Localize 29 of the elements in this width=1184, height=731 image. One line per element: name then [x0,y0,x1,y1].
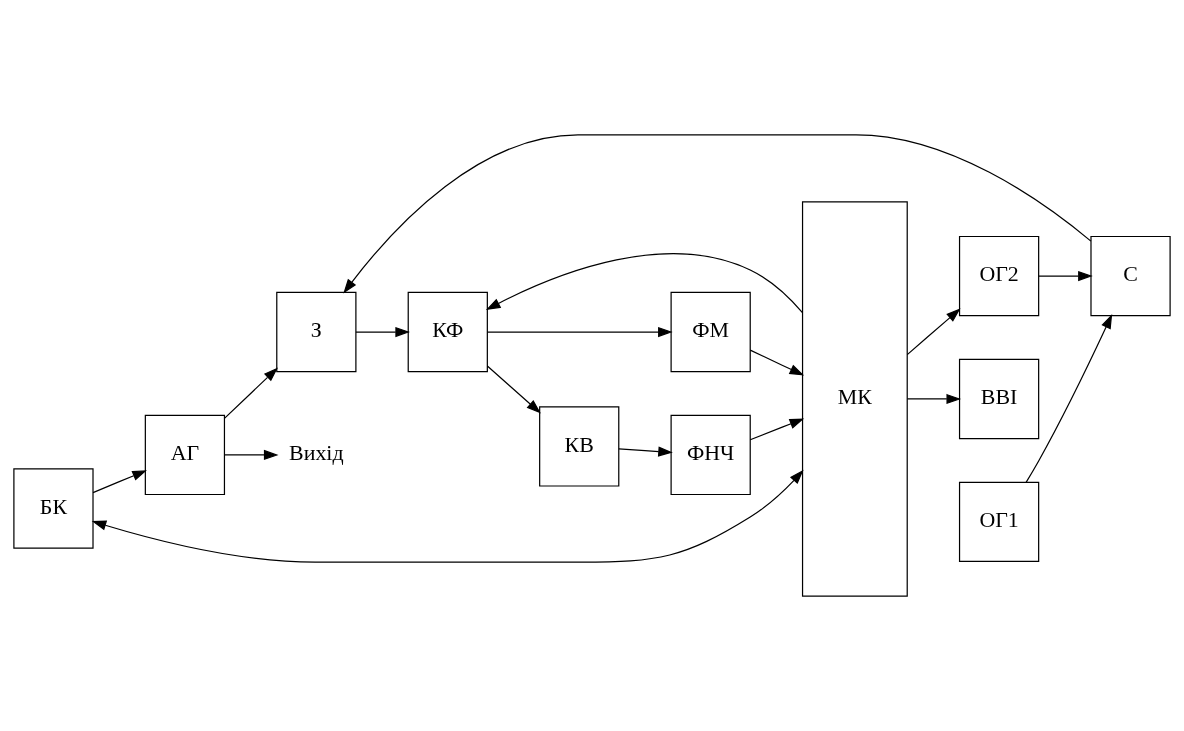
arrow [906,393,962,405]
node-box: С [1090,235,1171,317]
arrow [355,326,410,338]
arrow [485,253,804,314]
arrow [223,367,279,420]
arrow [1025,313,1113,483]
node-box: КФ [407,291,488,373]
node-box: ВВІ [958,358,1040,440]
node-box: ОГ2 [958,235,1040,317]
node-box: КВ [539,406,620,487]
node-box: ФНЧ [670,414,751,496]
node-box: ФМ [670,291,751,373]
arrow [343,134,1092,294]
node-box: АГ [144,414,226,496]
arrow [749,349,805,376]
arrow [91,469,804,563]
arrow [1038,270,1093,282]
arrow [486,326,673,338]
arrow [486,365,541,414]
arrow [906,308,961,356]
node-box: МК [801,201,908,597]
node-box: З [276,291,357,373]
node-box: БК [13,468,94,549]
node-text: Вихід [289,440,344,466]
arrow [749,418,805,441]
node-box: ОГ1 [958,481,1040,563]
arrow [223,449,279,461]
arrow [618,446,673,457]
arrow [92,470,147,494]
